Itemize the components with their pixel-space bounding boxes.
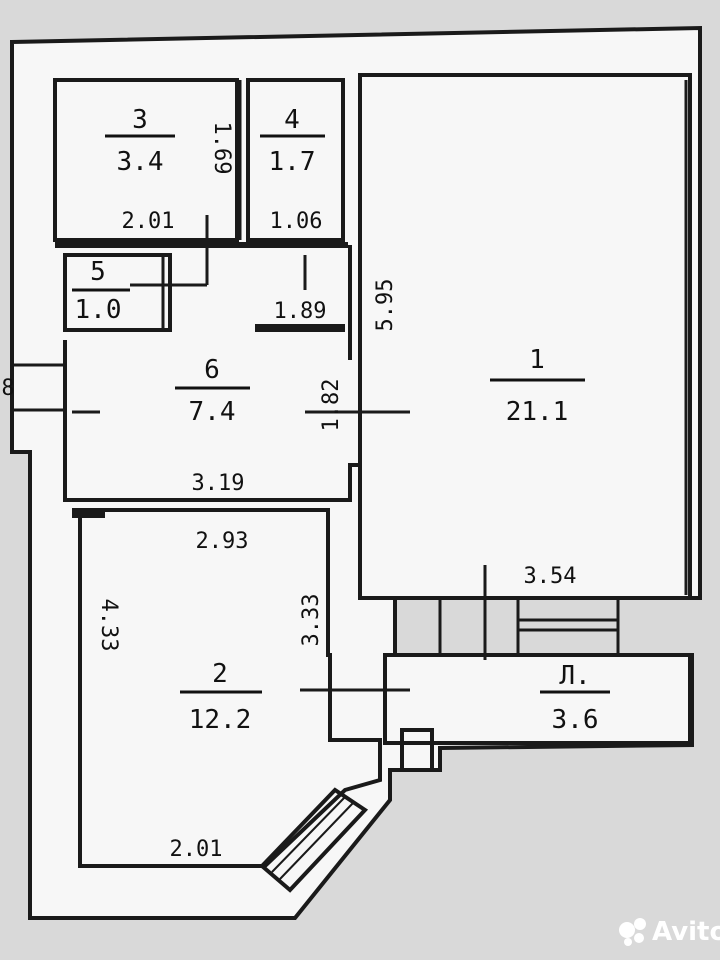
room-labels: 3 3.4 4 1.7 5 1.0 6 7.4 1 21.1 2 12.2 Л.… <box>75 105 599 735</box>
room-5-area: 1.0 <box>75 295 122 325</box>
dim-room2-right-height: 3.33 <box>299 594 324 647</box>
room-6-number: 6 <box>204 355 220 385</box>
outer-walls <box>10 25 702 920</box>
room-6-area: 7.4 <box>189 397 236 427</box>
room-1-number: 1 <box>529 345 545 375</box>
dim-room3-width: 2.01 <box>122 209 175 234</box>
room-2-area: 12.2 <box>189 705 252 735</box>
fraction-bars <box>72 134 610 694</box>
dim-corridor-width: 1.89 <box>274 299 327 324</box>
avito-wordmark: Avito <box>652 917 720 947</box>
dim-room6-height: 1.82 <box>319 379 344 432</box>
dim-room3-height: 1.69 <box>209 122 234 175</box>
dim-room2-top-width: 2.93 <box>196 529 249 554</box>
dim-left-edge: 8 <box>1 376 14 401</box>
dim-room6-width: 3.19 <box>192 471 245 496</box>
dimension-labels: 1.69 2.01 1.06 1.89 5.95 1.82 3.19 2.93 … <box>1 122 576 862</box>
avito-watermark: Avito <box>619 917 720 947</box>
balcony-number: Л. <box>559 661 590 691</box>
dim-room1-bottom-width: 3.54 <box>524 564 577 589</box>
dim-room2-left-height: 4.33 <box>96 599 121 652</box>
room-3-number: 3 <box>132 105 148 135</box>
dim-room2-bottom-width: 2.01 <box>170 837 223 862</box>
room-2-number: 2 <box>212 659 228 689</box>
room-4-number: 4 <box>284 105 300 135</box>
room-5-number: 5 <box>90 257 106 287</box>
avito-logo-icon <box>619 918 646 946</box>
room-3-area: 3.4 <box>117 147 164 177</box>
dim-room1-height: 5.95 <box>373 279 398 332</box>
room-4-area: 1.7 <box>269 147 316 177</box>
room-walls <box>12 73 692 893</box>
dim-room4-width: 1.06 <box>270 209 323 234</box>
balcony-area: 3.6 <box>552 705 599 735</box>
room-1-area: 21.1 <box>506 397 569 427</box>
